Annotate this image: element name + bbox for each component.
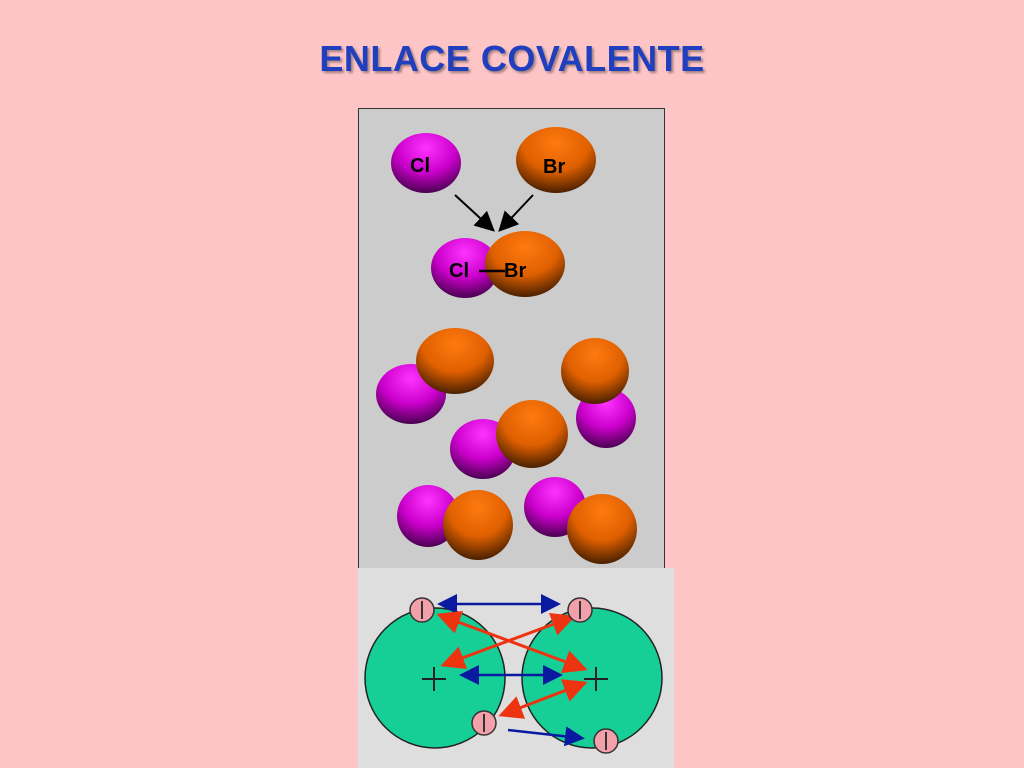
electron-minus-icon bbox=[567, 597, 593, 623]
electron-minus-icon bbox=[409, 597, 435, 623]
chlorine-label-top: Cl bbox=[410, 155, 430, 177]
bond-forces-diagram bbox=[358, 568, 674, 768]
molecule-panel: Cl Br Cl Br bbox=[358, 108, 665, 604]
bromine-atom bbox=[496, 400, 568, 468]
arrow-icon bbox=[498, 194, 534, 232]
bromine-atom-top bbox=[516, 127, 596, 193]
bond-forces-svg bbox=[364, 594, 663, 754]
arrow-icon bbox=[454, 194, 495, 232]
bromine-atom bbox=[416, 328, 494, 394]
electron-minus-icon bbox=[593, 728, 619, 754]
repulsion-arrow bbox=[440, 613, 576, 669]
bromine-label-bonded: Br bbox=[504, 260, 526, 282]
electron-minus-icon bbox=[471, 710, 497, 736]
chlorine-atom-top bbox=[391, 133, 461, 193]
molecule-diagram: Cl Br Cl Br bbox=[376, 127, 637, 564]
bromine-atom-bonded bbox=[485, 231, 565, 297]
chlorine-atom-bonded bbox=[431, 238, 499, 298]
bromine-label-top: Br bbox=[543, 156, 565, 178]
page-title: ENLACE COVALENTE bbox=[319, 38, 705, 79]
repulsion-arrow bbox=[498, 679, 588, 719]
bromine-atom bbox=[567, 494, 637, 564]
chlorine-label-bonded: Cl bbox=[449, 260, 469, 282]
bromine-atom bbox=[443, 490, 513, 560]
plus-nucleus-icon bbox=[584, 667, 608, 691]
plus-nucleus-icon bbox=[422, 667, 446, 691]
attraction-arrow bbox=[507, 726, 585, 747]
chlorine-atom bbox=[397, 485, 459, 547]
bromine-atom bbox=[561, 338, 629, 404]
